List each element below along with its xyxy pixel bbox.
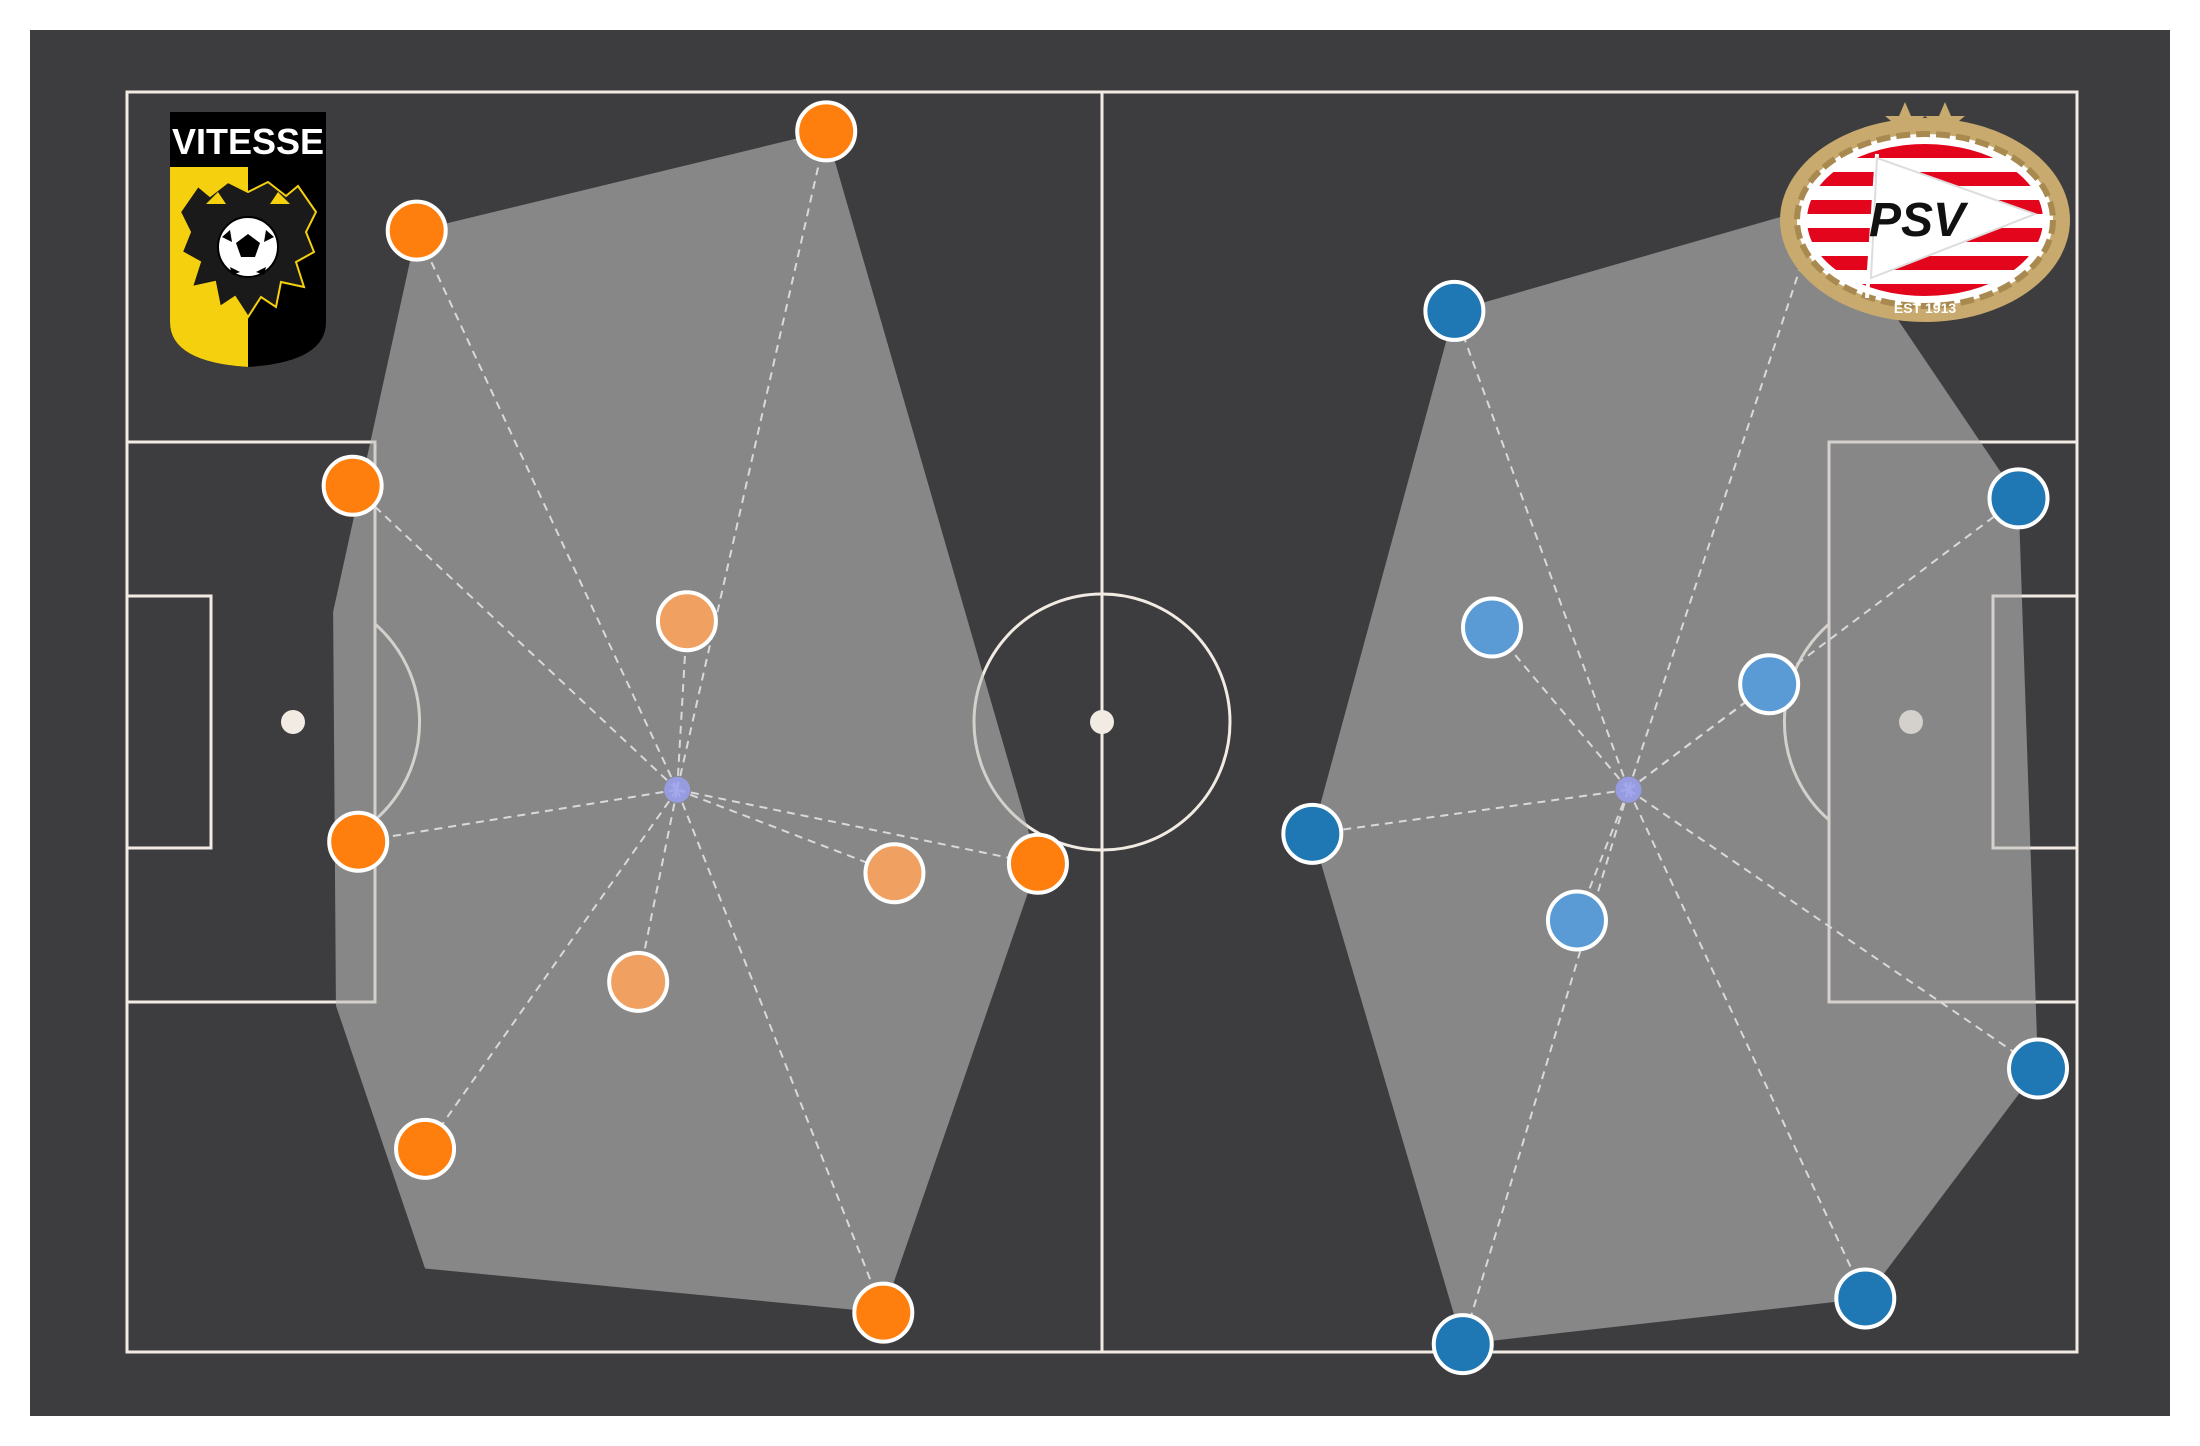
vitesse-wordmark: VITESSE (172, 121, 324, 162)
psv-wordmark: PSV (1869, 194, 1969, 247)
center-spot (1090, 710, 1114, 734)
away-spoke-line (1491, 626, 1630, 791)
away-centroid-marker (1615, 776, 1642, 803)
away-spoke-line (1627, 205, 1822, 791)
home-player-marker (327, 810, 390, 873)
home-player-marker (863, 842, 926, 905)
away-player-marker (1545, 889, 1608, 952)
home-centroid-marker (664, 776, 691, 803)
away-spoke-line (1453, 310, 1630, 791)
home-team-shape (321, 100, 1069, 1344)
vitesse-logo: VITESSE (170, 112, 326, 367)
home-player-marker (1006, 832, 1069, 895)
home-spoke-line (676, 788, 895, 875)
away-player-marker (1461, 596, 1523, 659)
home-spoke-line (676, 789, 885, 1313)
away-player-marker (1431, 1313, 1494, 1376)
away-spoke-line (1627, 497, 2020, 791)
home-player-marker (852, 1281, 915, 1344)
home-player-marker (655, 590, 718, 653)
home-player-marker (795, 100, 858, 163)
left-penalty-spot (281, 710, 305, 734)
away-spoke-line (1461, 789, 1630, 1345)
home-spoke-line (424, 789, 678, 1150)
away-player-marker (1738, 653, 1801, 716)
home-player-marker (607, 950, 670, 1013)
home-player-marker (321, 454, 384, 517)
away-convex-hull (1312, 205, 2038, 1345)
home-spoke-line (415, 230, 679, 791)
away-spoke-line (1627, 788, 2039, 1070)
home-player-marker (385, 199, 448, 262)
away-spoke-line (1627, 789, 1867, 1299)
away-player-marker (1423, 279, 1486, 342)
home-spoke-line (637, 789, 679, 983)
away-spoke-line (1312, 788, 1629, 835)
home-spoke-line (676, 131, 828, 790)
home-player-marker (394, 1117, 457, 1180)
psv-est-label: EST 1913 (1894, 300, 1956, 316)
left-goal-area (125, 594, 213, 850)
home-spoke-line (358, 788, 678, 843)
home-spoke-line (351, 485, 678, 791)
psv-pennant-crest-icon (1865, 153, 2038, 299)
away-player-marker (1281, 802, 1344, 865)
vitesse-eagle-crest-icon (178, 180, 318, 319)
psv-logo: PSV EST 1913 (1780, 102, 2070, 322)
home-convex-hull (333, 131, 1038, 1313)
home-spoke-line (676, 788, 1039, 865)
away-player-marker (2007, 1037, 2069, 1100)
away-player-marker (1834, 1267, 1897, 1330)
away-player-marker (1987, 467, 2050, 530)
